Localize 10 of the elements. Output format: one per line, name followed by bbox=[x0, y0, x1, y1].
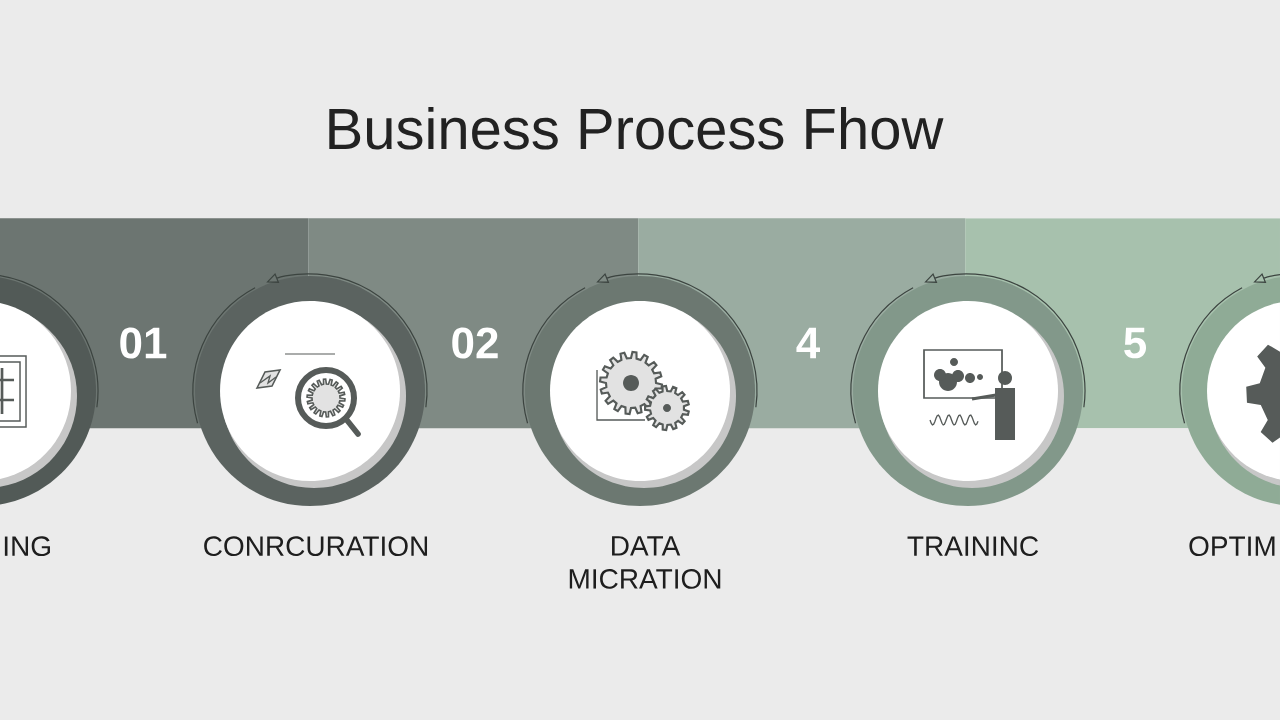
step-number: 02 bbox=[452, 327, 498, 359]
step-label: CONRCURATION bbox=[204, 536, 427, 557]
step-label: TRAININC bbox=[907, 536, 1039, 557]
step-number: 4 bbox=[796, 327, 820, 359]
title: Business Process Fhow bbox=[329, 106, 944, 150]
step-label: DATA MICRATION bbox=[569, 536, 721, 589]
step-label: ING bbox=[4, 536, 50, 557]
step-number: 5 bbox=[1124, 327, 1147, 359]
step-number: 01 bbox=[120, 327, 167, 359]
step-label: OPTIM bbox=[1189, 536, 1275, 557]
